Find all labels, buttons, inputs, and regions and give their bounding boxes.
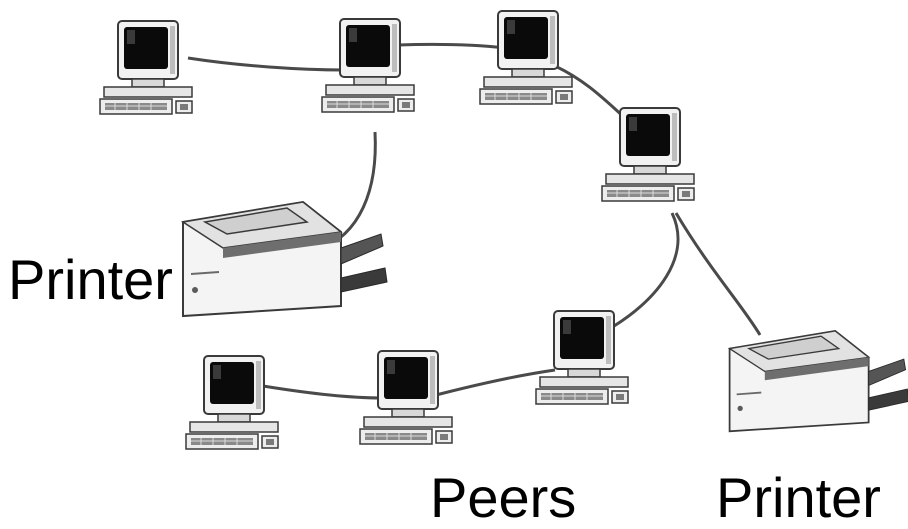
desktop-computer-icon <box>321 18 415 113</box>
laser-printer-icon <box>728 330 908 433</box>
printer-label-left: Printer <box>8 248 173 311</box>
desktop-computer-icon <box>99 20 193 115</box>
desktop-computer-icon <box>601 107 695 202</box>
printer-label-right: Printer <box>716 466 881 529</box>
desktop-computer-icon <box>185 355 279 450</box>
desktop-computer-icon <box>479 10 573 105</box>
peers-label: Peers <box>430 466 577 529</box>
network-cables <box>187 42 762 400</box>
desktop-computer-icon <box>535 310 629 405</box>
